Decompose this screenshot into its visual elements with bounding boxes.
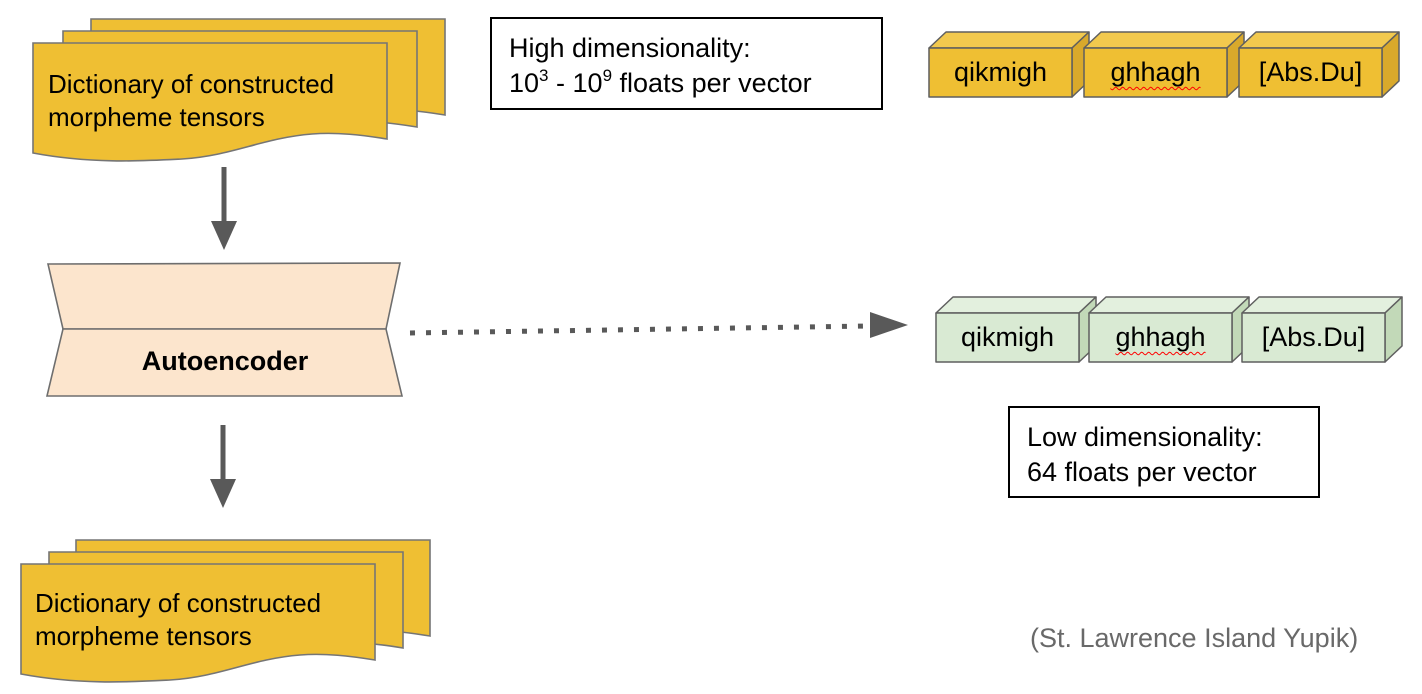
high-dim-line2: 103 - 109 floats per vector [509,66,812,98]
autoencoder-shape: Autoencoder [40,258,410,400]
tensor-cube-label: qikmigh [953,57,1048,87]
tensor-cube-label: qikmigh [960,322,1055,352]
tensor-cube-highdim-1: qikmigh [928,29,1090,99]
tensor-cube-label: [Abs.Du] [1261,322,1366,352]
autoencoder-label: Autoencoder [141,345,309,376]
down-arrow-input [211,167,237,250]
output-dictionary-label-line1: Dictionary of constructed [35,588,322,618]
tensor-cube-lowdim-1: qikmigh [935,294,1097,364]
low-dimensionality-note: Low dimensionality: 64 floats per vector [1008,406,1320,498]
output-dictionary-stack: Dictionary of constructed morpheme tenso… [20,539,470,694]
tensor-cube-label: ghhagh [1110,57,1201,87]
high-dimensionality-note: High dimensionality: 103 - 109 floats pe… [490,17,883,110]
tensor-cube-label: ghhagh [1115,322,1206,352]
tensor-cube-label: [Abs.Du] [1258,57,1363,87]
low-dim-line1: Low dimensionality: [1027,422,1263,452]
low-dim-line2: 64 floats per vector [1027,457,1257,487]
high-dim-line1: High dimensionality: [509,33,751,63]
tensor-cube-highdim-3: [Abs.Du] [1238,29,1400,99]
tensor-cube-lowdim-2: ghhagh [1088,294,1250,364]
output-dictionary-label: Dictionary of constructed morpheme tenso… [35,587,321,653]
input-dictionary-label: Dictionary of constructed morpheme tenso… [48,68,334,134]
input-dictionary-stack: Dictionary of constructed morpheme tenso… [32,18,482,178]
output-dictionary-label-line2: morpheme tensors [35,621,252,651]
tensor-cube-highdim-2: ghhagh [1083,29,1245,99]
input-dictionary-label-line2: morpheme tensors [48,102,265,132]
down-arrow-output [210,425,236,508]
dotted-arrow-right [409,312,908,338]
input-dictionary-label-line1: Dictionary of constructed [48,69,335,99]
language-caption: (St. Lawrence Island Yupik) [1030,623,1359,653]
tensor-cube-lowdim-3: [Abs.Du] [1241,294,1403,364]
